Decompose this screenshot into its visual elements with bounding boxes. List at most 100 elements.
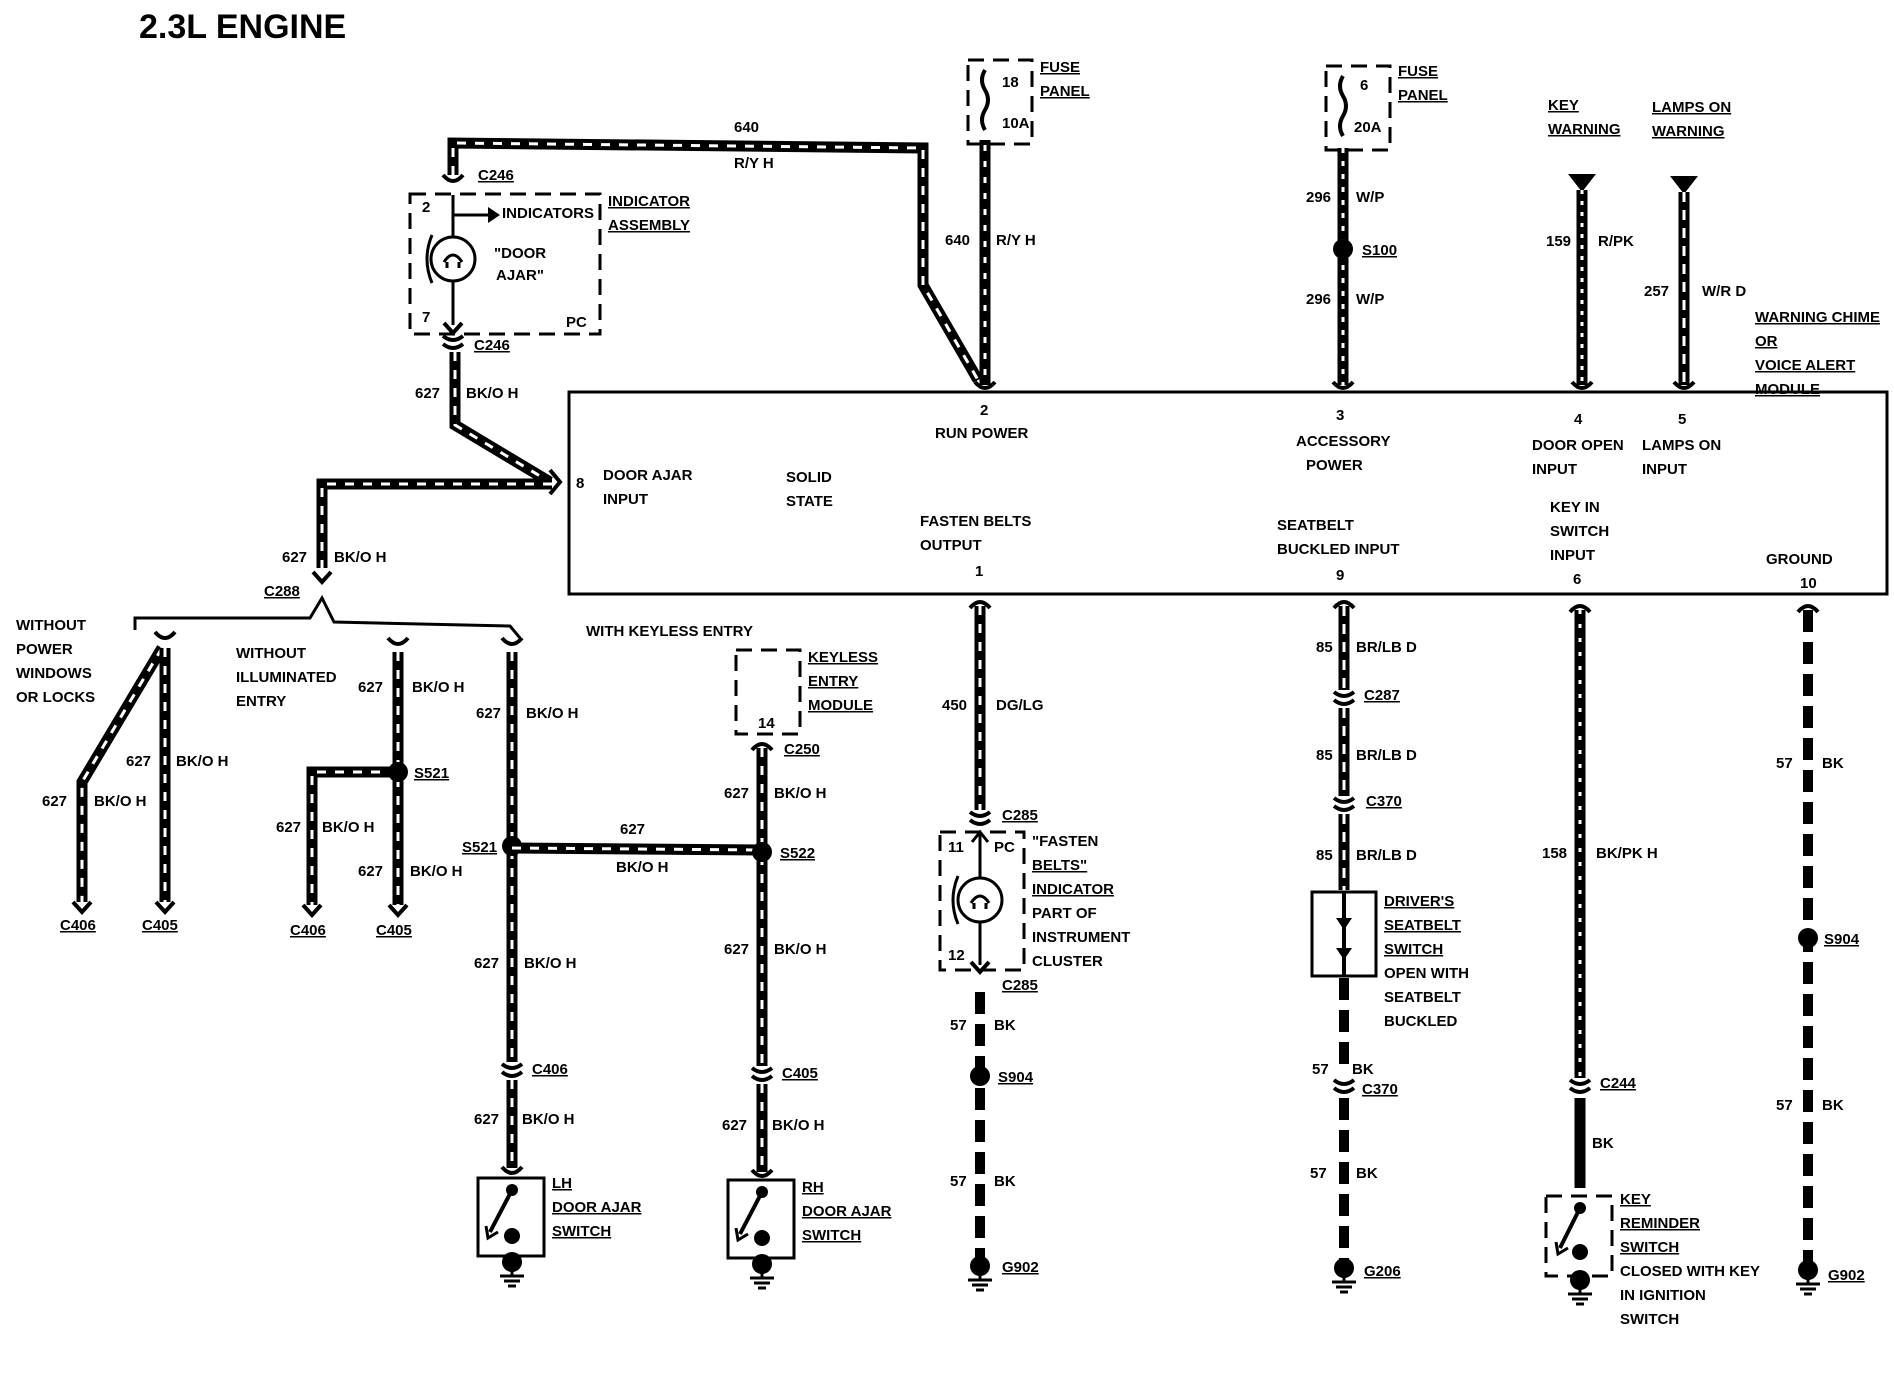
pin-4-label-1: DOOR OPEN [1532,437,1624,454]
wire-rpk: R/PK [1598,233,1634,250]
door-ajar-label-2: AJAR" [496,267,544,284]
wire-bk-g: BK [1822,1097,1844,1114]
fasten-pin-bottom: 12 [948,947,965,964]
nopower-2: POWER [16,641,73,658]
fuse-2-number: 6 [1360,77,1368,94]
pin-1-label-1: FASTEN BELTS [920,513,1031,530]
wire-bkoh-h: BK/O H [526,705,579,722]
wire-brlb-a: BR/LB D [1356,639,1417,656]
pin-1-num: 1 [975,563,983,580]
connector-c288: C288 [264,583,300,600]
module-name-2: OR [1755,333,1778,350]
pin-10-label: GROUND [1766,551,1833,568]
wire-57-e: 57 [1776,755,1793,772]
lh-switch-label-3: SWITCH [552,1223,611,1240]
wire-bk-b: BK [994,1173,1016,1190]
wire-627-m: 627 [724,941,749,958]
key-reminder-label-3: SWITCH [1620,1239,1679,1256]
connector-c370-b: C370 [1362,1081,1398,1098]
wire-159: 159 [1546,233,1571,250]
splice-s100 [1333,239,1353,259]
wire-640-b: 640 [945,232,970,249]
connector-c406-a: C406 [60,917,96,934]
splice-s521-a [388,762,408,782]
indicator-pc: PC [566,314,587,331]
module-name-4: MODULE [1755,381,1820,398]
wire-bkoh-i: BK/O H [616,859,669,876]
wire-627-h: 627 [476,705,501,722]
wire-bkoh-j: BK/O H [524,955,577,972]
solid-state-2: STATE [786,493,833,510]
pin-4-num: 4 [1574,411,1583,428]
wire-bkoh-f: BK/O H [322,819,375,836]
fasten-pin-top: 11 [948,839,964,856]
fuse-1-rating: 10A [1002,115,1030,132]
noillum-1: WITHOUT [236,645,306,662]
wire-627-c: 627 [126,753,151,770]
rh-switch-label-1: RH [802,1179,824,1196]
wire-627-a: 627 [415,385,440,402]
wire-85-b: 85 [1316,747,1333,764]
wire-bkoh-g: BK/O H [410,863,463,880]
solid-state-1: SOLID [786,469,832,486]
lamps-on-warning-1: LAMPS ON [1652,99,1731,116]
pin-8-label-2: INPUT [603,491,648,508]
pin-8-label-1: DOOR AJAR [603,467,693,484]
indicator-assembly-box [408,192,602,336]
wire-296-a: 296 [1306,189,1331,206]
branch-bracket [133,594,522,639]
wire-wp-b: W/P [1356,291,1384,308]
keyless-label-3: MODULE [808,697,873,714]
wire-bkoh-k: BK/O H [522,1111,575,1128]
ground-g902-a: G902 [1002,1259,1039,1276]
key-warning-2: WARNING [1548,121,1621,138]
nopower-4: OR LOCKS [16,689,95,706]
wire-296-b: 296 [1306,291,1331,308]
fuse-1-label-2: PANEL [1040,83,1090,100]
noillum-3: ENTRY [236,693,286,710]
splice-s904-b-label: S904 [1824,931,1860,948]
seatbelt-label-4: OPEN WITH [1384,965,1469,982]
wire-dglg: DG/LG [996,697,1044,714]
pin-6-label-2: SWITCH [1550,523,1609,540]
nopower-1: WITHOUT [16,617,86,634]
module-name-1: WARNING CHIME [1755,309,1880,326]
wire-627-e: 627 [358,679,383,696]
wire-85-a: 85 [1316,639,1333,656]
wire-57-d: 57 [1310,1165,1327,1182]
door-ajar-lamp-icon [429,235,477,283]
pin-3-label-2: POWER [1306,457,1363,474]
wire-bkoh-l: BK/O H [774,785,827,802]
connector-c244: C244 [1600,1075,1637,1092]
page-title: 2.3L ENGINE [139,8,346,46]
wire-57-b: 57 [950,1173,967,1190]
fasten-label-4: PART OF [1032,905,1097,922]
wire-627-k: 627 [474,1111,499,1128]
indicator-pin-bottom: 7 [422,309,430,326]
key-reminder-label-5: IN IGNITION [1620,1287,1706,1304]
pin-3-num: 3 [1336,407,1344,424]
wire-bk-a: BK [994,1017,1016,1034]
pin-6-label-1: KEY IN [1550,499,1600,516]
wire-wp-a: W/P [1356,189,1384,206]
pin-2-label: RUN POWER [935,425,1029,442]
connector-c246-bottom: C246 [474,337,510,354]
seatbelt-label-3: SWITCH [1384,941,1443,958]
splice-s904-a [970,1066,990,1086]
key-warning-1: KEY [1548,97,1579,114]
wire-bk-c: BK [1352,1061,1374,1078]
arrow-right-icon [488,207,500,223]
rh-switch-label-3: SWITCH [802,1227,861,1244]
indicator-pin-top: 2 [422,199,430,216]
pin-9-label-2: BUCKLED INPUT [1277,541,1400,558]
pin-10-num: 10 [1800,575,1817,592]
splice-s522 [752,842,772,862]
wire-bkoh-a: BK/O H [466,385,519,402]
key-reminder-label-1: KEY [1620,1191,1651,1208]
key-reminder-label-6: SWITCH [1620,1311,1679,1328]
fasten-label-6: CLUSTER [1032,953,1103,970]
fuse-2-label-2: PANEL [1398,87,1448,104]
seatbelt-label-6: BUCKLED [1384,1013,1457,1030]
splice-s904-a-label: S904 [998,1069,1034,1086]
